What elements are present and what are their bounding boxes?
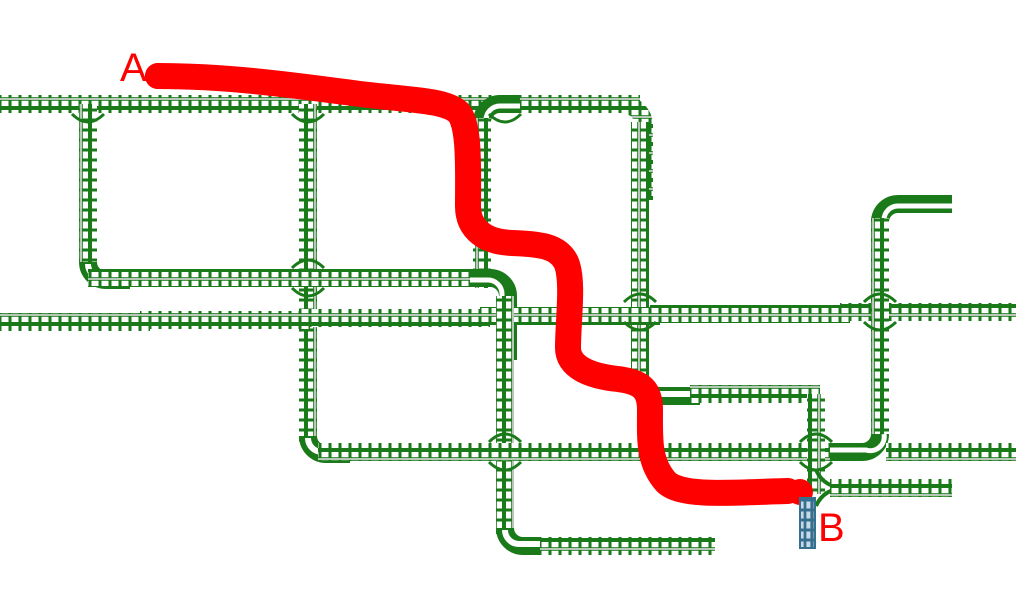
destination-platform-b [800, 498, 815, 548]
track-segment-bottom-right-branch [690, 385, 820, 403]
junction-flare-505-104 [487, 112, 523, 124]
junction-flare-88-104 [70, 112, 106, 124]
junction-flare-640-312b [622, 320, 658, 332]
track-segment-upper-mid-horizontal [88, 269, 488, 287]
junction-flare-640-312a [622, 292, 658, 304]
junction-flare-505-452a [487, 432, 523, 444]
track-segment-long-horizontal-mid [300, 309, 490, 327]
track-corner-far-right-top-inner [881, 203, 952, 280]
destination-platform-b-border [799, 497, 816, 549]
track-segment-destination-horizontal-stub [830, 479, 952, 497]
track-corner-far-right-top [871, 195, 952, 280]
track-segment-mid-vertical-lower [299, 276, 317, 442]
junction-flares [70, 112, 898, 472]
track-segment-lower-horizontal-a [318, 443, 518, 461]
track-segment-lower-horizontal-b [500, 443, 830, 461]
track-segment-long-horizontal-left [0, 313, 150, 331]
track-segment-mid-vertical-upper [299, 104, 317, 279]
junction-flare-308-278b [290, 286, 326, 298]
junction-flare-816-452b [798, 460, 834, 472]
junction-flare-816-452a [798, 432, 834, 444]
track-corner-second-mid-bottom-inner [502, 529, 560, 547]
junction-flare-880-312a [862, 292, 898, 304]
track-segment-right-vertical [631, 122, 649, 384]
track-corner-upper-mid-right-inner [470, 277, 505, 360]
platform-b-layer [799, 497, 816, 549]
junction-flare-308-104 [290, 112, 326, 124]
track-network [0, 95, 1016, 555]
junction-flare-505-452b [487, 460, 523, 472]
route-start-dot [145, 63, 171, 89]
track-segment-bottom-stub [540, 537, 715, 555]
track-segment-far-right-vertical [871, 218, 889, 436]
junction-flare-308-278a [290, 258, 326, 270]
track-segment-second-mid-vertical [496, 296, 514, 534]
junction-flare-880-312b [862, 320, 898, 332]
track-segment-long-horizontal-right [650, 305, 850, 323]
track-segment-long-horizontal-far-right [840, 303, 1016, 321]
route-start-label-a: A [120, 46, 147, 90]
track-segment-long-horizontal-left2 [140, 311, 310, 329]
highlighted-route-a-to-b [145, 63, 801, 506]
track-segment-lower-horizontal-c [886, 443, 1016, 461]
track-corner-center-top-left-inner [483, 103, 520, 240]
track-segment-left-vertical [79, 104, 97, 262]
track-corner-far-right-bottom-inner [820, 433, 887, 454]
route-end-label-b: B [818, 506, 845, 550]
